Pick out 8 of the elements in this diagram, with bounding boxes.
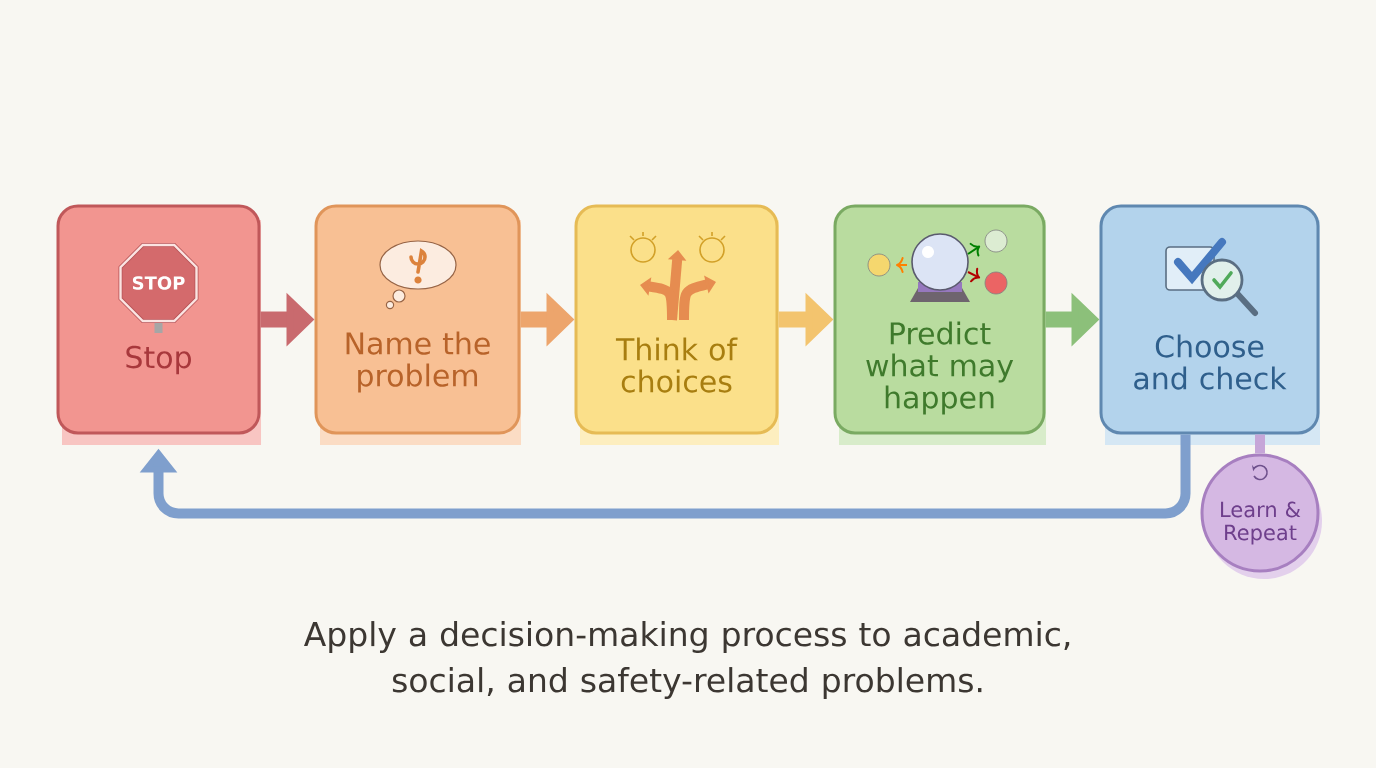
process-box: Think of choices xyxy=(574,204,779,445)
process-box: Choose and check xyxy=(1099,204,1320,445)
loop-arrow xyxy=(139,434,1191,519)
process-box: Predict what may happen xyxy=(833,204,1046,445)
process-box: Name the problem xyxy=(314,204,521,445)
caption: Apply a decision-making process to academic, social, and safety-related problems. xyxy=(304,621,1070,699)
connector xyxy=(1255,434,1265,454)
stop-sign: STOP xyxy=(118,243,199,333)
